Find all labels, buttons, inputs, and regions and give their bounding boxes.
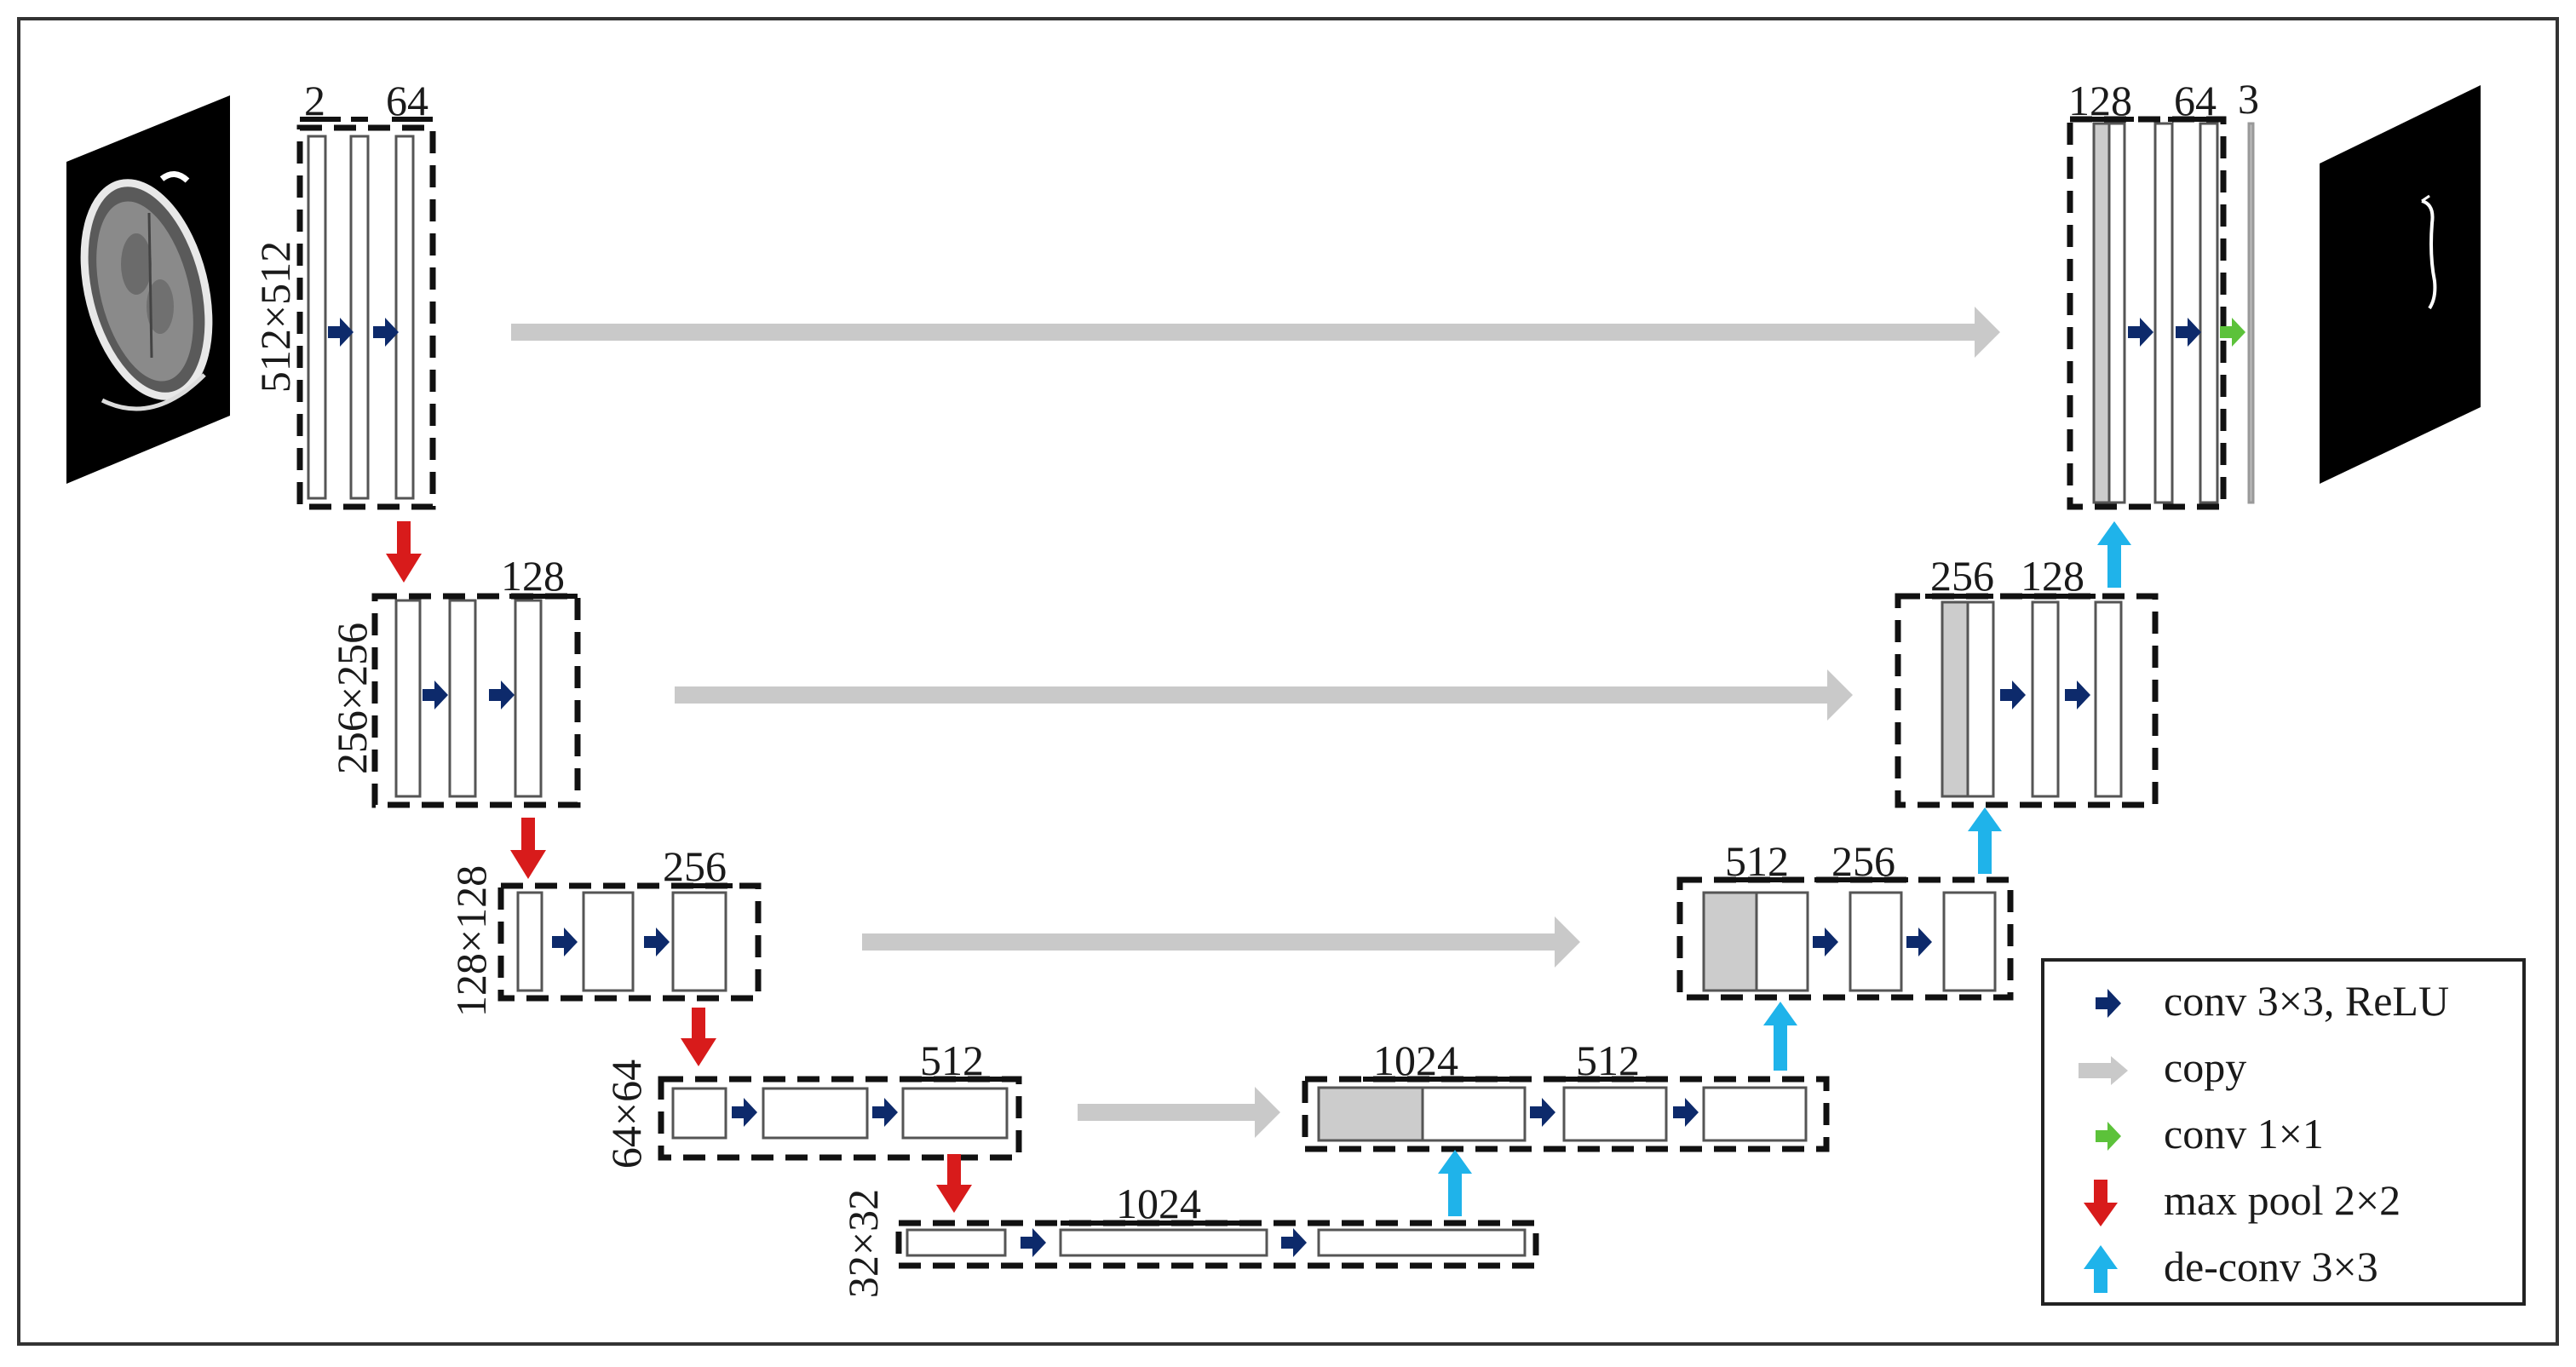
feature-map — [2094, 600, 2123, 798]
segmentation-mask-image — [2320, 85, 2481, 484]
feature-map — [1942, 891, 1997, 992]
bottleneck-channels: 1024 — [1116, 1180, 1201, 1227]
feature-map — [2107, 122, 2126, 504]
maxpool-arrows — [386, 521, 972, 1213]
legend-maxpool-icon — [2084, 1180, 2118, 1226]
conv-arrow — [732, 1098, 757, 1127]
copy-arrows — [511, 307, 2000, 1138]
copied-feature-map — [2092, 122, 2111, 504]
encoder-level3-size: 128×128 — [447, 865, 495, 1017]
legend-maxpool-label: max pool 2×2 — [2164, 1176, 2401, 1224]
legend-deconv-label: de-conv 3×3 — [2164, 1243, 2378, 1290]
feature-map — [1702, 1086, 1808, 1142]
decoder-level1-channels: 64 — [2174, 77, 2217, 124]
legend-conv-label: conv 3×3, ReLU — [2164, 977, 2449, 1025]
encoder-level1-in-channels: 2 — [304, 77, 325, 124]
legend-conv1x1-icon — [2096, 1122, 2121, 1151]
feature-map — [394, 599, 422, 798]
conv-arrow — [1281, 1228, 1307, 1257]
decoder-level2-block — [1895, 593, 2159, 808]
encoder-level2-block — [371, 593, 581, 808]
feature-map — [762, 1087, 869, 1140]
encoder-level4-block — [658, 1076, 1022, 1161]
conv-arrow — [1906, 928, 1932, 956]
conv-arrows — [328, 318, 2201, 1257]
decoder-level3-channels: 256 — [1831, 837, 1895, 885]
feature-map — [901, 1087, 1009, 1140]
decoder-level3-block — [1676, 876, 2014, 1001]
feature-map — [448, 599, 477, 798]
feature-map — [2153, 122, 2174, 504]
decoder-level3-concat-channels: 512 — [1725, 837, 1789, 885]
feature-map — [516, 891, 543, 992]
encoder-level4-channels: 512 — [920, 1037, 984, 1084]
feature-map — [1966, 600, 1995, 798]
feature-map — [394, 135, 415, 500]
legend: conv 3×3, ReLU copy conv 1×1 max pool 2×… — [2041, 958, 2526, 1306]
conv-arrow — [1673, 1098, 1699, 1127]
copied-feature-map — [1317, 1086, 1424, 1142]
feature-map — [2031, 600, 2060, 798]
feature-map — [514, 599, 543, 798]
conv-arrow — [644, 928, 670, 956]
conv-arrow — [872, 1098, 898, 1127]
conv-arrow — [2176, 318, 2201, 347]
feature-map — [1317, 1228, 1527, 1257]
conv-arrow — [1530, 1098, 1555, 1127]
encoder-level1-block — [296, 124, 436, 510]
conv-arrow — [423, 681, 448, 709]
encoder-level2-channels: 128 — [501, 552, 565, 600]
feature-map — [1421, 1086, 1527, 1142]
legend-box — [2041, 958, 2526, 1306]
decoder-level4-concat-channels: 1024 — [1373, 1037, 1458, 1084]
output-feature-map — [2247, 122, 2255, 504]
encoder-level3-channels: 256 — [663, 842, 727, 890]
bottleneck-size: 32×32 — [839, 1189, 887, 1298]
conv-arrow — [2128, 318, 2153, 347]
feature-map — [2199, 122, 2219, 504]
copied-feature-map — [1941, 600, 1969, 798]
conv-arrow — [373, 318, 399, 347]
encoder-level1-channels: 64 — [386, 77, 428, 124]
decoder-level2-concat-channels: 256 — [1930, 552, 1994, 600]
encoder-level1-size: 512×512 — [251, 241, 299, 393]
legend-copy-label: copy — [2164, 1043, 2246, 1091]
legend-copy-icon — [2079, 1056, 2128, 1085]
decoder-level1-concat-channels: 128 — [2068, 77, 2132, 124]
feature-map — [1562, 1086, 1668, 1142]
feature-map — [582, 891, 635, 992]
feature-map — [1849, 891, 1903, 992]
outer-frame — [17, 17, 2559, 1346]
conv-arrow — [2065, 681, 2090, 709]
feature-map — [906, 1228, 1007, 1257]
deconv-arrows — [1438, 521, 2131, 1216]
encoder-level2-size: 256×256 — [328, 623, 376, 774]
conv1x1-arrow — [2220, 318, 2245, 347]
feature-map — [671, 1087, 727, 1140]
feature-map — [1059, 1228, 1268, 1257]
copied-feature-map — [1702, 891, 1758, 992]
decoder-level4-channels: 512 — [1576, 1037, 1640, 1084]
conv-arrow — [328, 318, 354, 347]
decoder-level1-block — [2067, 116, 2227, 510]
output-channels: 3 — [2238, 75, 2259, 123]
feature-map — [349, 135, 370, 500]
feature-map — [671, 891, 727, 992]
feature-map — [307, 135, 327, 500]
conv-arrow — [2000, 681, 2026, 709]
legend-deconv-icon — [2084, 1245, 2118, 1293]
ct-head-scan-image — [66, 95, 230, 484]
legend-conv-icon — [2096, 989, 2121, 1018]
feature-map — [1755, 891, 1809, 992]
encoder-level3-block — [497, 882, 762, 1002]
conv-arrow — [1021, 1228, 1046, 1257]
conv-arrow — [552, 928, 578, 956]
conv-arrow — [1813, 928, 1838, 956]
encoder-level4-size: 64×64 — [602, 1060, 650, 1169]
decoder-level2-channels: 128 — [2021, 552, 2084, 600]
conv-arrow — [489, 681, 515, 709]
legend-conv1x1-label: conv 1×1 — [2164, 1110, 2324, 1157]
